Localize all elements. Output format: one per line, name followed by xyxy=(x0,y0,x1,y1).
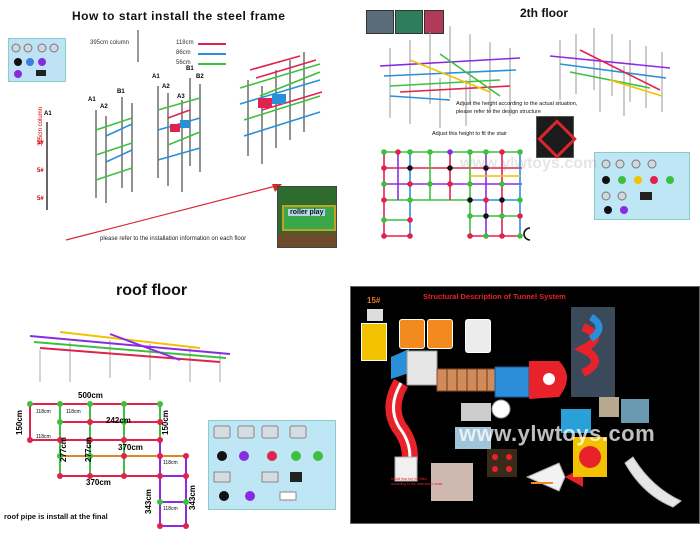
dim-seg2: 118cm xyxy=(66,409,81,415)
roller-play-base xyxy=(278,233,336,247)
thumb-photo-2 xyxy=(395,10,423,34)
label-b1-stage3: B1 xyxy=(186,66,194,72)
steel-frame-install-panel: How to start install the steel frame 395… xyxy=(0,0,345,260)
roof-parts-icons xyxy=(213,425,323,501)
dim-seg3: 118cm xyxy=(36,434,51,440)
tunnel-small-note-2: according to the instructure seals xyxy=(391,482,443,486)
label-a2-stage2: A2 xyxy=(100,104,108,110)
label-a3-stage3: A3 xyxy=(177,94,185,100)
part-photo-small xyxy=(367,309,383,321)
legend-86: 86cm xyxy=(176,50,191,56)
label-a2-stage3: A2 xyxy=(162,84,170,90)
part-number-label: 15# xyxy=(367,296,381,305)
parts-thumbnail-icons xyxy=(11,43,59,78)
dim-top: 500cm xyxy=(78,391,103,400)
legend-56: 56cm xyxy=(176,60,191,66)
second-floor-parts-icons xyxy=(601,159,674,214)
label-a1-stage3: A1 xyxy=(152,74,160,80)
dim-bottom-mid: 370cm xyxy=(118,443,143,452)
label-a1-stage2: A1 xyxy=(88,97,96,103)
marker-1: 5# xyxy=(37,140,44,146)
label-b2-stage3: B2 xyxy=(196,74,204,80)
frame-stage-2 xyxy=(95,97,133,203)
marker-2: 5# xyxy=(37,168,44,174)
dim-ext1: 118cm xyxy=(163,460,178,466)
legend-swatches xyxy=(198,43,226,65)
stair-detail-inset xyxy=(536,116,577,159)
roof-plan xyxy=(27,401,189,529)
orange-window-2 xyxy=(427,319,453,349)
roller-play-label: roller play xyxy=(288,209,326,216)
height-note-1: Adjust the height according to the actua… xyxy=(456,101,578,107)
second-floor-3d-frame xyxy=(379,26,671,128)
frame-stage-3 xyxy=(157,78,201,192)
roller-play-inset: roller play xyxy=(277,186,337,248)
yellow-panel-photo xyxy=(361,323,387,361)
label-a1-stage1: A1 xyxy=(44,111,52,117)
divider-line xyxy=(137,30,139,62)
roof-floor-panel: roof floor xyxy=(0,270,345,534)
dim-seg1: 118cm xyxy=(36,409,51,415)
second-floor-panel: 2th floor xyxy=(350,0,700,260)
frame-stage-4 xyxy=(239,52,323,164)
install-note: please refer to the installation informa… xyxy=(100,236,247,242)
column-note: 395cm column xyxy=(90,40,130,46)
round-hole-photo xyxy=(465,319,491,353)
legend-118: 118cm xyxy=(176,40,194,46)
second-floor-title: 2th floor xyxy=(520,6,568,20)
height-note-2: please refer to the design structure xyxy=(456,109,541,115)
thumb-photo-1 xyxy=(366,10,394,34)
tunnel-small-note-1: Install flow top for lifted xyxy=(391,477,427,481)
tunnel-watermark: www.ylwtoys.com xyxy=(459,421,656,446)
panel-title: How to start install the steel frame xyxy=(72,9,286,23)
second-floor-plan xyxy=(381,149,531,241)
single-column xyxy=(46,122,48,210)
thumb-photo-3 xyxy=(424,10,444,34)
roof-floor-title: roof floor xyxy=(116,282,188,299)
dim-ext2: 118cm xyxy=(163,506,178,512)
tunnel-assembly xyxy=(385,307,682,508)
orange-window-1 xyxy=(399,319,425,349)
dim-mid: 242cm xyxy=(106,416,131,425)
dim-bottom: 370cm xyxy=(86,478,111,487)
label-b1-stage2: B1 xyxy=(117,89,125,95)
marker-3: 5# xyxy=(37,196,44,202)
tunnel-system-panel: Structural Description of Tunnel System … xyxy=(350,286,700,524)
tunnel-title: Structural Description of Tunnel System xyxy=(423,292,566,301)
second-floor-watermark: www.ylwtoys.com xyxy=(460,155,598,172)
roof-footer-note: roof pipe is install at the final xyxy=(4,512,108,521)
stair-note: Adjust this height to fit the stair xyxy=(432,131,507,137)
roof-3d-frame xyxy=(29,331,231,382)
